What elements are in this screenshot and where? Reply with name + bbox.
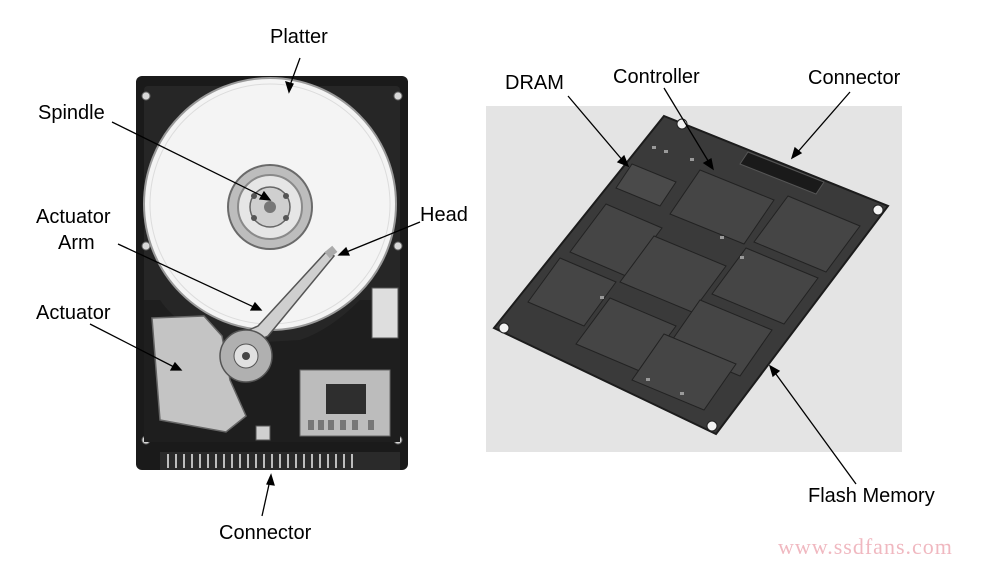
callout-spindle — [111, 121, 272, 201]
label-platter: Platter — [270, 26, 328, 48]
hdd-board — [299, 369, 391, 437]
hdd-photo — [136, 76, 408, 470]
ssd-connector — [739, 151, 825, 195]
label-ssd-connector: Connector — [808, 67, 901, 89]
ssd-controller — [669, 169, 775, 245]
hdd-actuator — [151, 315, 273, 441]
label-dram: DRAM — [505, 72, 564, 94]
ssd-mounting-holes — [498, 118, 884, 432]
ssd-flash-chips — [527, 195, 861, 411]
label-controller: Controller — [613, 66, 700, 88]
callout-controller — [663, 87, 714, 171]
label-flash-memory: Flash Memory — [808, 485, 935, 507]
callout-actuator-arm — [117, 243, 263, 311]
label-hdd-connector: Connector — [219, 522, 312, 544]
callout-hdd-connector — [261, 473, 275, 517]
callout-head — [337, 221, 421, 256]
callout-actuator — [89, 323, 183, 371]
callout-platter — [285, 57, 301, 94]
ssd-components — [600, 146, 744, 395]
label-actuator: Actuator — [36, 302, 111, 324]
callout-ssd-connector — [790, 91, 851, 160]
watermark-text: www.ssdfans.com — [778, 534, 953, 559]
hdd-spindle — [227, 164, 313, 250]
callout-flash-memory — [768, 364, 857, 485]
ssd-dram — [615, 163, 677, 207]
ssd-photo — [486, 106, 902, 452]
label-actuator-arm-line2: Arm — [58, 232, 95, 254]
label-actuator-arm-line1: Actuator — [36, 206, 111, 228]
callout-dram — [567, 95, 630, 168]
callout-lines — [89, 57, 857, 517]
label-spindle: Spindle — [38, 102, 105, 124]
hdd-connector — [160, 452, 400, 470]
label-head: Head — [420, 204, 468, 226]
